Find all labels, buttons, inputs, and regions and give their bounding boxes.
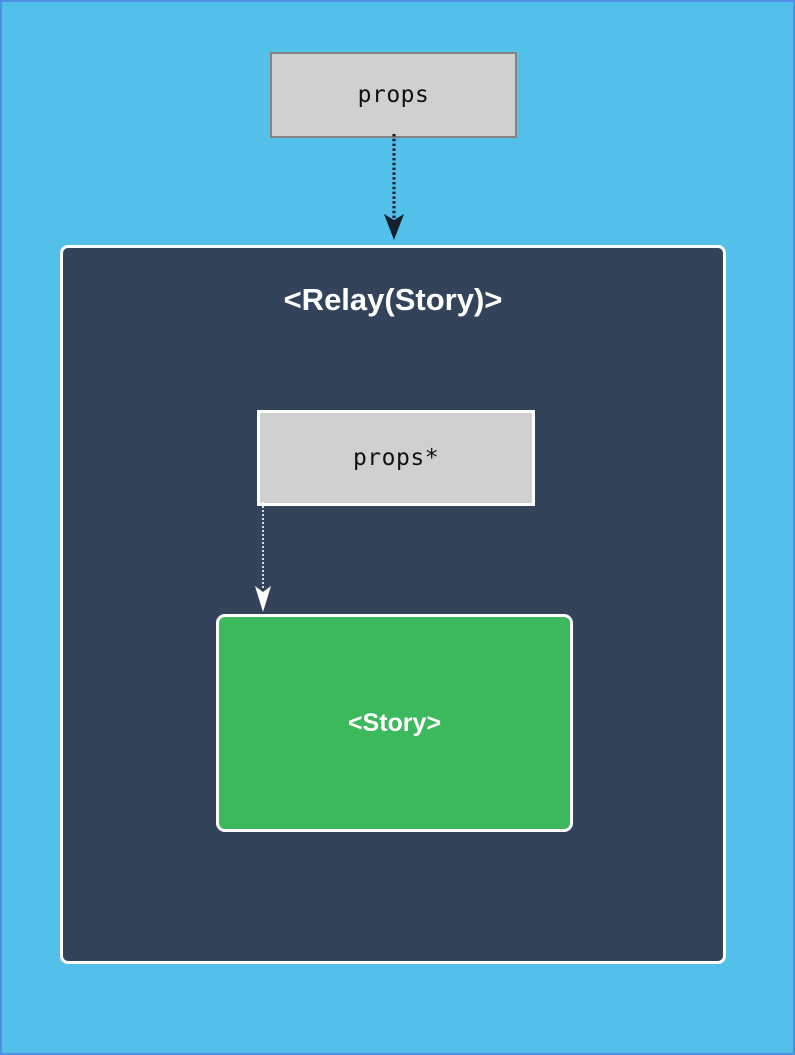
node-relay-container-label: <Relay(Story)> — [283, 282, 503, 317]
node-story[interactable]: <Story> — [216, 614, 573, 832]
node-props-outer[interactable]: props — [270, 52, 517, 138]
edge-propsstar-to-story-arrow — [255, 502, 271, 612]
edge-props-to-relay-arrow — [384, 134, 404, 240]
node-props-outer-label: props — [357, 81, 430, 108]
node-relay-container[interactable]: <Relay(Story)> props* <Story> — [60, 245, 726, 964]
edge-propsstar-to-story-arrowhead — [255, 586, 271, 612]
node-props-inner[interactable]: props* — [257, 410, 535, 506]
edge-props-to-relay-arrowhead — [384, 214, 404, 240]
node-story-label: <Story> — [347, 708, 442, 737]
node-props-inner-label: props* — [352, 444, 440, 471]
